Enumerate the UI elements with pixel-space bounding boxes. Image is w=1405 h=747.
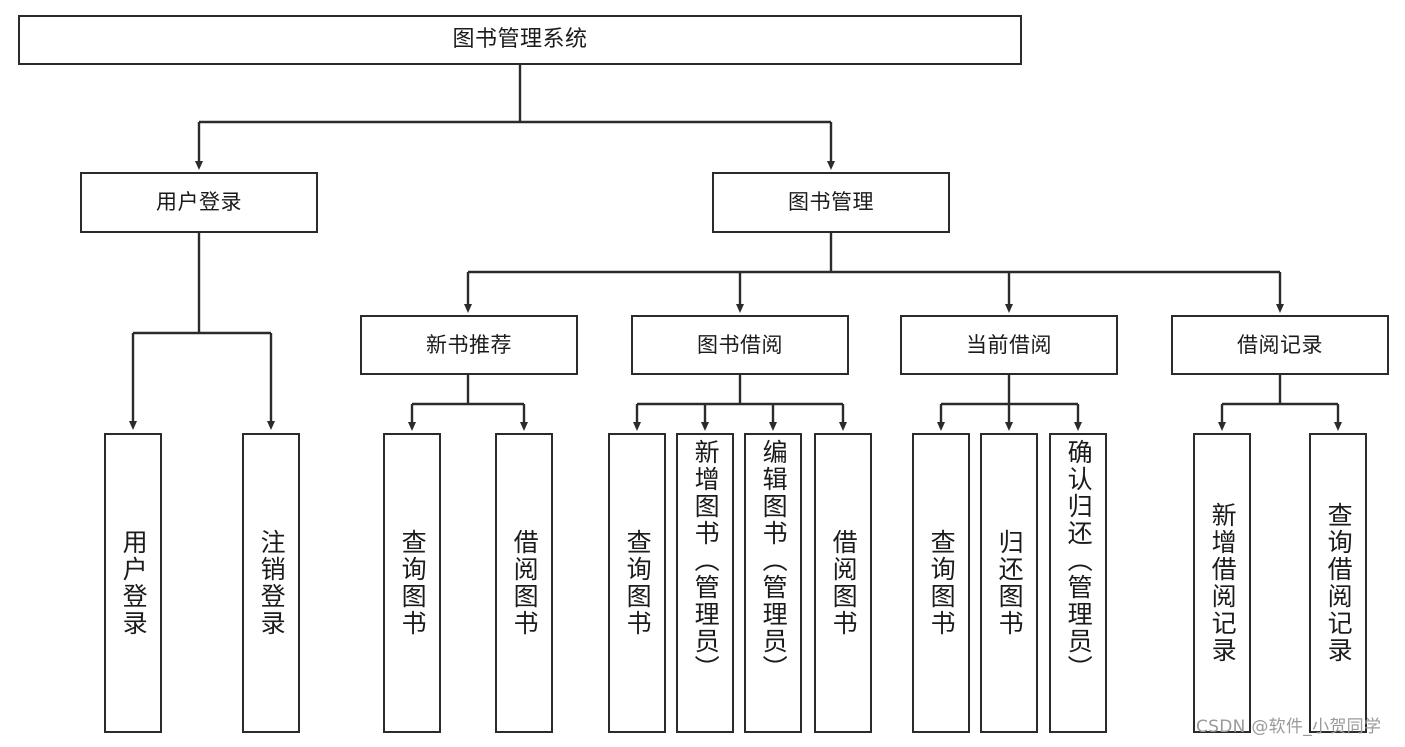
node-label: 新增图书（管理员） (691, 439, 721, 682)
node-label: 查询图书 (398, 529, 428, 637)
node-new-book-recommend[interactable]: 新书推荐 (360, 315, 578, 375)
node-label: 借阅图书 (829, 529, 859, 637)
node-label: 图书借阅 (697, 332, 783, 357)
leaf-return-book[interactable]: 归还图书 (980, 433, 1038, 733)
node-label: 图书管理 (788, 190, 874, 215)
node-root-system[interactable]: 图书管理系统 (18, 15, 1022, 65)
node-label: 编辑图书（管理员） (759, 439, 789, 682)
node-label: 用户登录 (119, 529, 149, 637)
leaf-borrow-book-recommend[interactable]: 借阅图书 (495, 433, 553, 733)
node-label: 新书推荐 (426, 332, 512, 357)
node-book-management[interactable]: 图书管理 (712, 172, 950, 233)
leaf-user-login[interactable]: 用户登录 (104, 433, 162, 733)
leaf-confirm-return[interactable]: 确认归还（管理员） (1049, 433, 1107, 733)
leaf-borrow-book[interactable]: 借阅图书 (814, 433, 872, 733)
node-borrow-record[interactable]: 借阅记录 (1171, 315, 1389, 375)
watermark: CSDN @软件_小贺同学 (1196, 717, 1382, 737)
leaf-query-book-borrow[interactable]: 查询图书 (608, 433, 666, 733)
node-book-borrow[interactable]: 图书借阅 (631, 315, 849, 375)
node-user-login[interactable]: 用户登录 (80, 172, 318, 233)
node-label: 借阅图书 (510, 529, 540, 637)
leaf-query-book-recommend[interactable]: 查询图书 (383, 433, 441, 733)
node-label: 查询图书 (623, 529, 653, 637)
leaf-user-logout[interactable]: 注销登录 (242, 433, 300, 733)
node-label: 查询借阅记录 (1324, 502, 1354, 664)
node-label: 查询图书 (927, 529, 957, 637)
node-label: 确认归还（管理员） (1064, 439, 1094, 682)
node-label: 图书管理系统 (452, 27, 588, 53)
leaf-query-book-current[interactable]: 查询图书 (912, 433, 970, 733)
node-label: 借阅记录 (1237, 332, 1323, 357)
leaf-query-borrow-record[interactable]: 查询借阅记录 (1309, 433, 1367, 733)
leaf-add-book[interactable]: 新增图书（管理员） (676, 433, 734, 733)
node-current-borrow[interactable]: 当前借阅 (900, 315, 1118, 375)
node-label: 当前借阅 (966, 332, 1052, 357)
leaf-add-borrow-record[interactable]: 新增借阅记录 (1193, 433, 1251, 733)
node-label: 注销登录 (257, 529, 287, 637)
node-label: 用户登录 (156, 190, 242, 215)
node-label: 新增借阅记录 (1208, 502, 1238, 664)
node-label: 归还图书 (995, 529, 1025, 637)
leaf-edit-book[interactable]: 编辑图书（管理员） (744, 433, 802, 733)
